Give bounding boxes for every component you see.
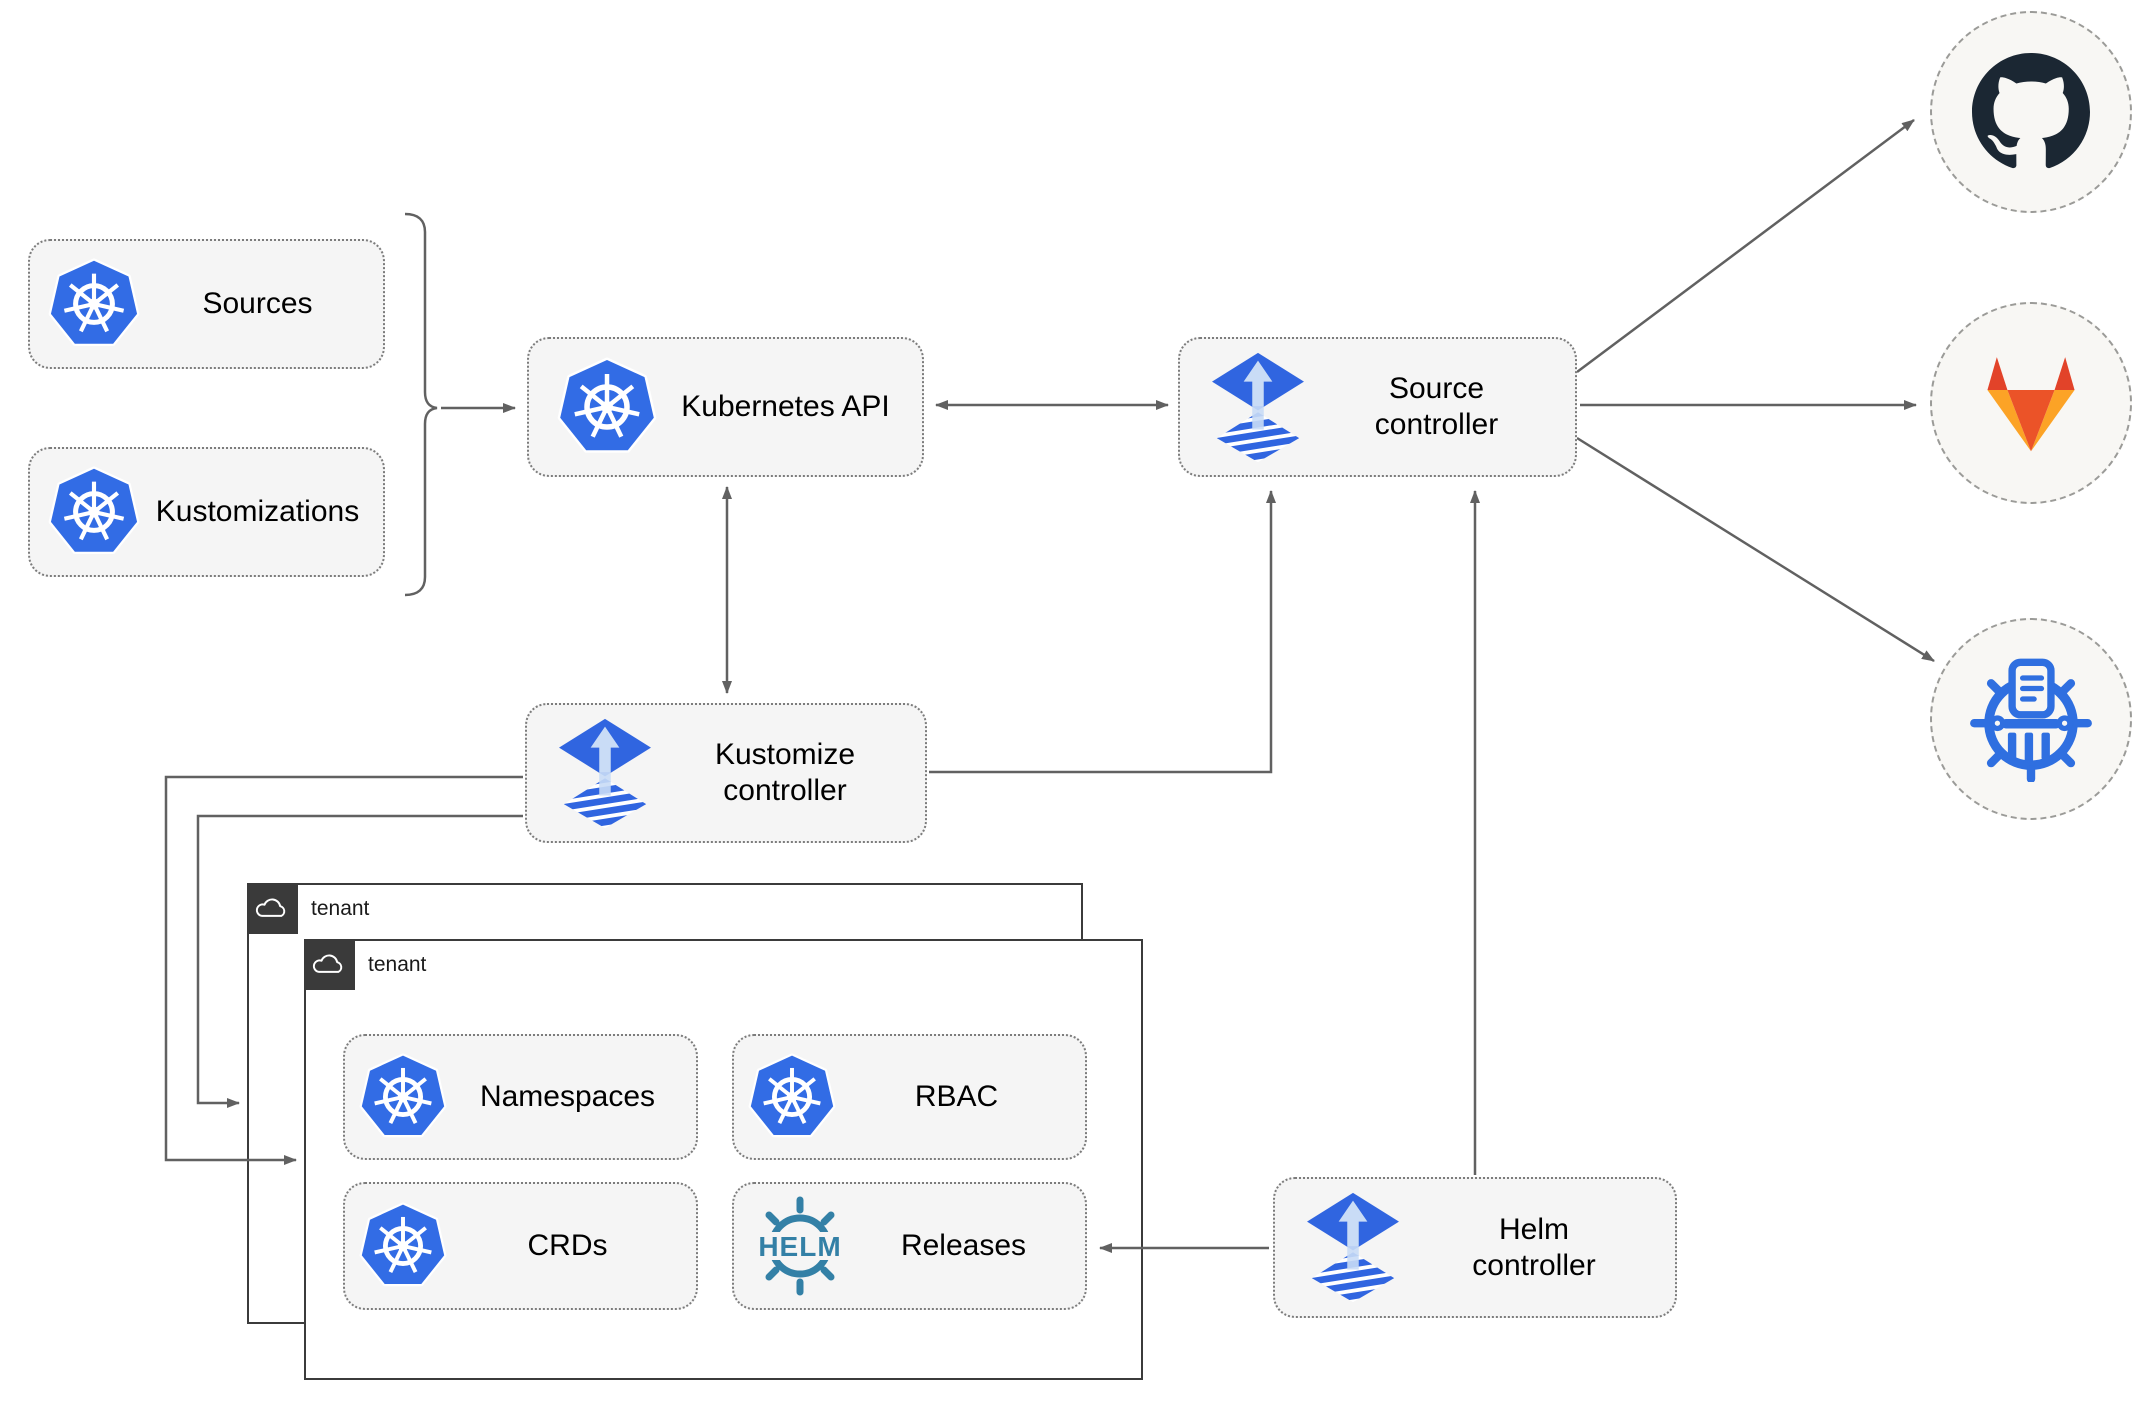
node-crds-label: CRDs	[527, 1229, 608, 1262]
kubernetes-icon	[748, 1051, 836, 1143]
helm-icon: HELM	[750, 1196, 850, 1296]
node-source-controller: Source controller	[1178, 337, 1577, 477]
edge-kustomize-to-source	[929, 490, 1276, 774]
node-namespaces: Namespaces	[343, 1034, 698, 1160]
kubernetes-icon	[359, 1051, 447, 1143]
tenant-back-label: tenant	[311, 897, 370, 920]
edge-source-to-github	[1576, 118, 1915, 374]
tenant-back-label-badge	[246, 882, 298, 934]
node-releases: HELM Releases	[732, 1182, 1087, 1310]
node-kustomizations: Kustomizations	[28, 447, 385, 577]
flux-icon	[557, 717, 653, 830]
github-circle	[1930, 11, 2132, 213]
tenant-front-label-badge	[303, 938, 355, 990]
edge-source-to-chartmuseum	[1576, 436, 1935, 663]
flux-icon	[1210, 351, 1306, 464]
cloud-icon	[311, 952, 347, 977]
node-helm-controller-label: Helm controller	[1472, 1212, 1596, 1282]
node-source-controller-label: Source controller	[1374, 372, 1499, 441]
kubernetes-icon	[359, 1200, 447, 1292]
node-kustomizations-label: Kustomizations	[155, 495, 360, 528]
flux-icon	[1305, 1191, 1401, 1304]
kubernetes-icon	[557, 355, 657, 459]
node-kubernetes-api-label: Kubernetes API	[681, 390, 890, 423]
gitlab-icon	[1987, 357, 2075, 452]
node-releases-label: Releases	[900, 1229, 1027, 1262]
node-kustomize-controller: Kustomize controller	[525, 703, 927, 843]
node-kubernetes-api: Kubernetes API	[527, 337, 924, 477]
chartmuseum-circle	[1930, 618, 2132, 820]
github-icon	[1972, 53, 2090, 169]
node-sources-label: Sources	[202, 287, 313, 320]
node-helm-controller: Helm controller	[1273, 1177, 1677, 1318]
node-crds: CRDs	[343, 1182, 698, 1310]
helm-logo-text: HELM	[758, 1231, 841, 1262]
node-namespaces-label: Namespaces	[479, 1080, 656, 1113]
tenant-front-label: tenant	[368, 953, 427, 976]
cloud-icon	[254, 896, 290, 921]
node-kustomize-controller-label: Kustomize controller	[714, 738, 856, 807]
chartmuseum-icon	[1970, 658, 2092, 782]
gitlab-circle	[1930, 302, 2132, 504]
brace-group-sources	[404, 212, 438, 597]
node-rbac-label: RBAC	[914, 1080, 999, 1113]
kubernetes-icon	[48, 464, 140, 560]
node-rbac: RBAC	[732, 1034, 1087, 1160]
node-sources: Sources	[28, 239, 385, 369]
kubernetes-icon	[48, 256, 140, 352]
